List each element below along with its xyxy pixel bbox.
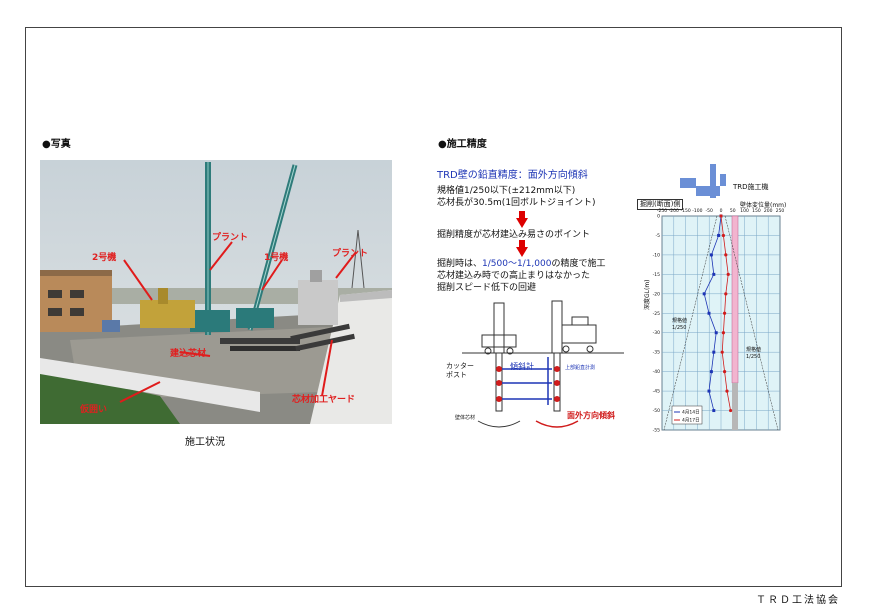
machine-cab [720, 174, 726, 186]
series-point-red [723, 370, 727, 374]
y-tick-label: -20 [653, 291, 660, 297]
label-machine2: 2号機 [92, 253, 117, 263]
footer-org: ＴＲＤ工法協会 [756, 595, 840, 606]
y-tick-label: -45 [653, 389, 660, 395]
accuracy-heading: TRD壁の鉛直精度：面外方向傾斜 [437, 170, 588, 181]
legend-label: 4月17日 [682, 418, 700, 424]
series-point-blue [709, 370, 713, 374]
y-tick-label: -50 [653, 408, 660, 414]
y-tick-label: -40 [653, 369, 660, 375]
series-point-blue [712, 272, 716, 276]
cutter-post-label: カッター ポスト [446, 362, 474, 379]
x-tick-label: 250 [776, 208, 785, 214]
y-tick-label: -10 [653, 252, 660, 258]
std-line-left [663, 215, 718, 431]
y-tick-label: -25 [653, 311, 660, 317]
graph-header-tag: 掘削(断面)側 [637, 199, 684, 210]
outward-tilt-label: 面外方向傾斜 [567, 411, 615, 420]
x-tick-label: 100 [740, 208, 749, 214]
series-point-blue [717, 233, 721, 237]
series-point-red [729, 408, 733, 413]
result-line-2: 芯材建込み時での高止まりはなかった [437, 271, 591, 281]
wall-label: 壁体芯材 [455, 415, 476, 421]
inclinometer-label: 傾斜計 [510, 362, 534, 371]
down-arrow-1-head [516, 218, 528, 228]
y-tick-label: 0 [657, 214, 660, 220]
machine-block-2 [696, 186, 720, 196]
photo-section-title: ●写真 [42, 139, 71, 150]
series-point-blue [709, 253, 713, 257]
accuracy-section-title: ●施工精度 [438, 139, 487, 150]
result-line-3: 掘削スピード低下の回避 [437, 283, 537, 293]
down-arrow-2 [519, 240, 525, 248]
series-point-red [723, 311, 727, 315]
series-point-red [726, 272, 730, 276]
trd-machine-diagram [462, 300, 624, 428]
photo-caption: 施工状況 [185, 437, 225, 448]
y-tick-label: -5 [656, 233, 661, 239]
page-frame [25, 27, 842, 587]
std-label-lower: 規格値 1/250 [746, 347, 762, 360]
y-tick-label: -55 [653, 428, 660, 434]
series-point-red [721, 331, 725, 335]
wall-bottom-bar [732, 382, 738, 430]
spec-line-2: 芯材長が30.5m(1回ボルトジョイント) [437, 198, 596, 208]
spec-line-1: 規格値1/250以下(±212mm以下) [437, 186, 576, 196]
series-point-red [720, 350, 724, 354]
result-prefix: 掘削時は、 [437, 259, 483, 269]
series-point-blue [707, 311, 711, 315]
y-tick-label: -15 [653, 272, 660, 278]
label-plant-a: プラント [212, 233, 249, 243]
result-line-1: 掘削時は、1/500～1/1,000の精度で施工 [437, 258, 606, 270]
series-point-red [724, 253, 728, 257]
construction-photo: 2号機 プラント 1号機 プラント 建込芯材 仮囲い 芯材加工ヤード [40, 160, 392, 424]
x-tick-label: 50 [730, 208, 736, 214]
series-point-blue [702, 292, 706, 296]
graph-y-title: 深度GL(m) [644, 279, 651, 310]
label-plant-b: プラント [332, 249, 369, 259]
point-text: 掘削精度が芯材建込み易さのポイント [437, 230, 591, 240]
series-point-blue [712, 409, 716, 413]
label-machine1: 1号機 [264, 253, 289, 263]
result-suffix: の精度で施工 [551, 259, 606, 269]
label-yard: 芯材加工ヤード [292, 395, 356, 405]
x-tick-label: 200 [764, 208, 773, 214]
x-tick-label: -200 [669, 208, 679, 214]
x-tick-label: 0 [720, 208, 723, 214]
series-point-blue [714, 331, 718, 335]
core-material-bar [731, 215, 739, 384]
label-fence: 仮囲い [80, 405, 108, 415]
result-highlight: 1/500～1/1,000 [482, 259, 552, 269]
series-point-red [721, 233, 725, 238]
x-tick-label: -50 [706, 208, 713, 214]
std-label-upper: 規格値 1/250 [672, 318, 688, 331]
machine-mast [710, 164, 716, 198]
series-point-red [724, 292, 728, 296]
series-point-red [719, 214, 723, 218]
x-tick-label: -250 [657, 208, 667, 214]
x-tick-label: -100 [692, 208, 702, 214]
series-point-blue [712, 350, 716, 354]
graph-x-title: 壁体変位量(mm) [740, 202, 787, 209]
down-arrow-1 [519, 211, 525, 219]
x-tick-label: -150 [680, 208, 690, 214]
small-note-label: 上部鉛直計測 [565, 365, 596, 371]
graph-machine-label: TRD施工機 [733, 183, 769, 191]
series-point-red [725, 389, 729, 393]
down-arrow-2-head [516, 247, 528, 257]
machine-block-1 [680, 178, 696, 188]
y-tick-label: -35 [653, 350, 660, 356]
series-point-blue [707, 389, 711, 393]
std-line-right [724, 215, 779, 431]
x-tick-label: 150 [752, 208, 761, 214]
label-core-material: 建込芯材 [170, 349, 207, 359]
legend-label: 4月14日 [682, 410, 700, 416]
y-tick-label: -30 [653, 330, 660, 336]
